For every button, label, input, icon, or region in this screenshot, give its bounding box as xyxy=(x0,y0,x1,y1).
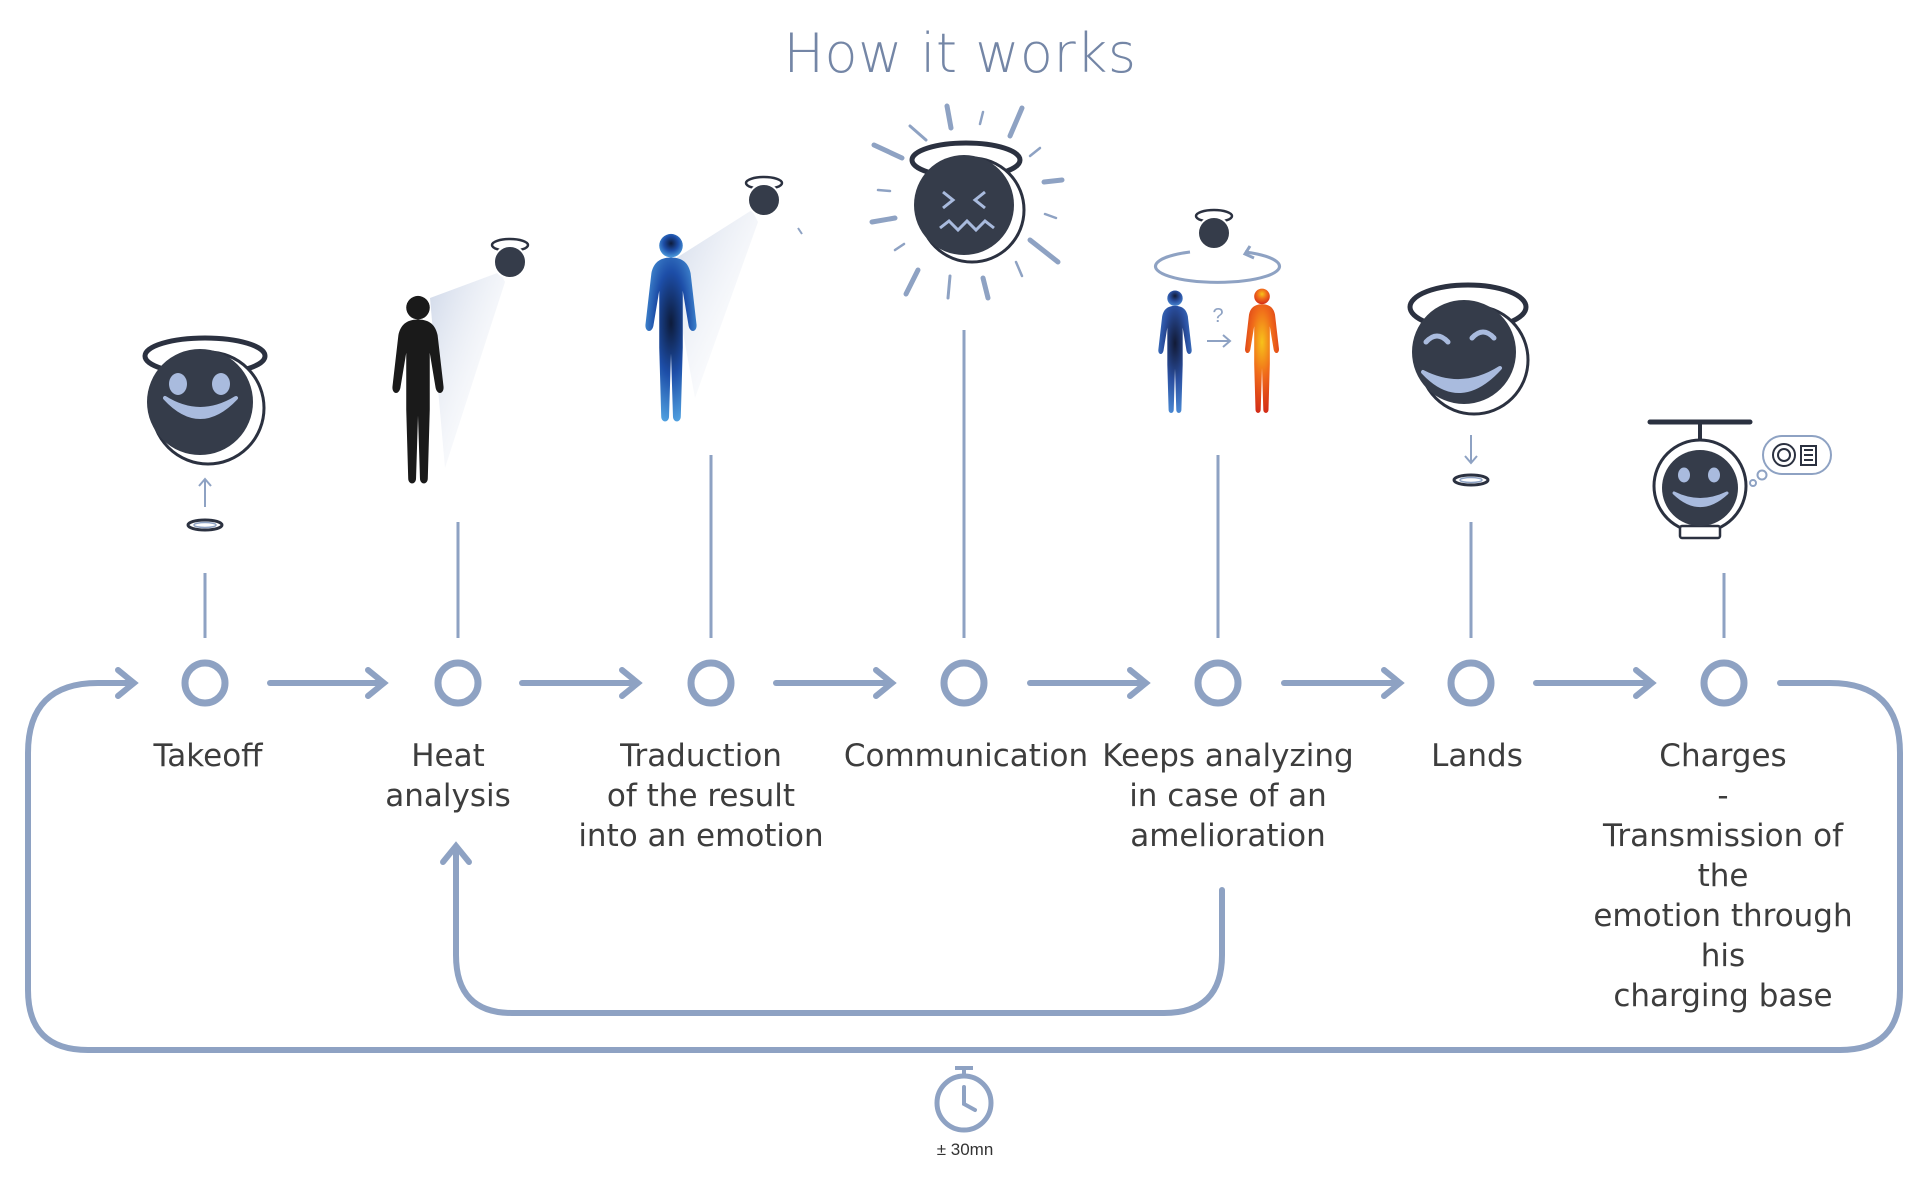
node-keeps-analyzing xyxy=(1194,659,1242,707)
step-label-lands: Lands xyxy=(1431,738,1523,774)
emotion-rays xyxy=(869,103,1065,301)
node-lands xyxy=(1447,659,1495,707)
arrow-lands-to-charges xyxy=(1533,667,1657,699)
scan-beam-icon xyxy=(430,272,505,468)
step-nodes xyxy=(181,659,1748,707)
scan-beam-icon xyxy=(670,210,758,398)
step-label-traduction: Traduction of the result into an emotion xyxy=(578,738,824,854)
cold-person-icon xyxy=(1158,290,1192,413)
question-mark: ? xyxy=(1212,305,1223,327)
arrow-takeoff-to-heat xyxy=(267,667,389,699)
node-takeoff xyxy=(181,659,229,707)
timer-label: ± 30mn xyxy=(936,1140,994,1159)
arrow-heat-to-traduction xyxy=(519,667,643,699)
warm-person-icon xyxy=(1245,288,1279,413)
node-heat-analysis xyxy=(434,659,482,707)
up-arrow-icon xyxy=(198,477,212,507)
step-label-communication: Communication xyxy=(843,738,1089,774)
node-traduction xyxy=(687,659,735,707)
inner-loop-arrow xyxy=(453,845,1225,1016)
robot-stressed-icon xyxy=(909,140,1026,264)
connectors xyxy=(203,330,1726,638)
down-arrow-icon xyxy=(1464,435,1478,465)
mini-robot-icon xyxy=(1194,208,1234,250)
page-title: How it works xyxy=(783,22,1137,85)
robot-charging-icon xyxy=(1662,450,1738,526)
node-charges xyxy=(1700,659,1748,707)
stopwatch-icon xyxy=(934,1066,994,1133)
halo-ring-icon xyxy=(186,518,224,532)
arrow-traduction-to-communication xyxy=(773,667,897,699)
flow-arrows xyxy=(25,667,1903,1053)
step-label-charges: Charges - Transmission of the emotion th… xyxy=(1593,738,1853,1014)
arrow-communication-to-keeps xyxy=(1027,667,1151,699)
step-label-heat-analysis: Heat analysis xyxy=(385,738,511,814)
rotate-arrow-icon xyxy=(1154,245,1281,284)
robot-smiling-takeoff-icon xyxy=(142,335,268,466)
arrow-keeps-to-lands xyxy=(1281,667,1405,699)
mini-robot-icon xyxy=(744,175,784,217)
robot-happy-lands-icon xyxy=(1407,282,1530,416)
step-label-keeps-analyzing: Keeps analyzing in case of an ameliorati… xyxy=(1102,738,1354,854)
step-label-takeoff: Takeoff xyxy=(153,738,263,774)
node-communication xyxy=(940,659,988,707)
compare-arrow-icon xyxy=(1207,334,1232,348)
mini-robot-icon xyxy=(490,237,530,279)
outer-loop-arrow xyxy=(25,680,1903,1053)
halo-ring-icon xyxy=(1452,473,1490,487)
thought-bubble-icon xyxy=(1749,435,1832,487)
